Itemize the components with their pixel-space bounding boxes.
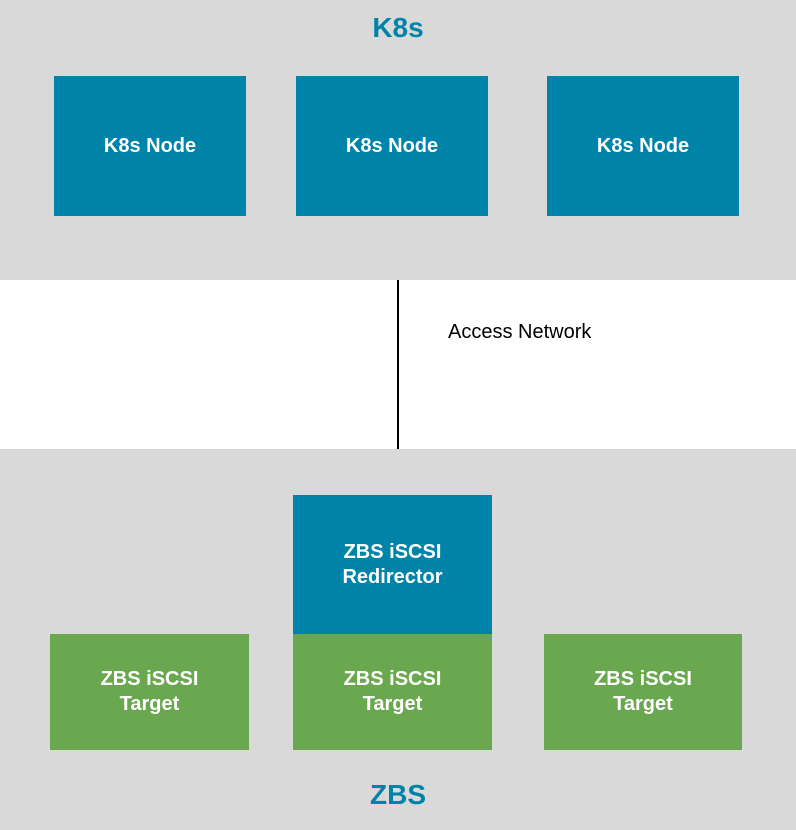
k8s-node-1: K8s Node: [54, 76, 246, 216]
access-network-link: [397, 280, 399, 449]
access-network-label: Access Network: [448, 321, 592, 343]
k8s-node-3: K8s Node: [547, 76, 739, 216]
zbs-iscsi-target-3: ZBS iSCSI Target: [544, 634, 742, 750]
zbs-iscsi-redirector: ZBS iSCSI Redirector: [293, 495, 492, 634]
zbs-cluster-panel: ZBS iSCSI Redirector ZBS iSCSI Target ZB…: [0, 449, 796, 830]
k8s-node-2: K8s Node: [296, 76, 488, 216]
zbs-title: ZBS: [370, 779, 426, 810]
zbs-iscsi-target-1: ZBS iSCSI Target: [50, 634, 249, 750]
k8s-title: K8s: [372, 12, 424, 43]
zbs-iscsi-target-2: ZBS iSCSI Target: [293, 634, 492, 750]
k8s-cluster-panel: K8s K8s Node K8s Node K8s Node: [0, 0, 796, 280]
